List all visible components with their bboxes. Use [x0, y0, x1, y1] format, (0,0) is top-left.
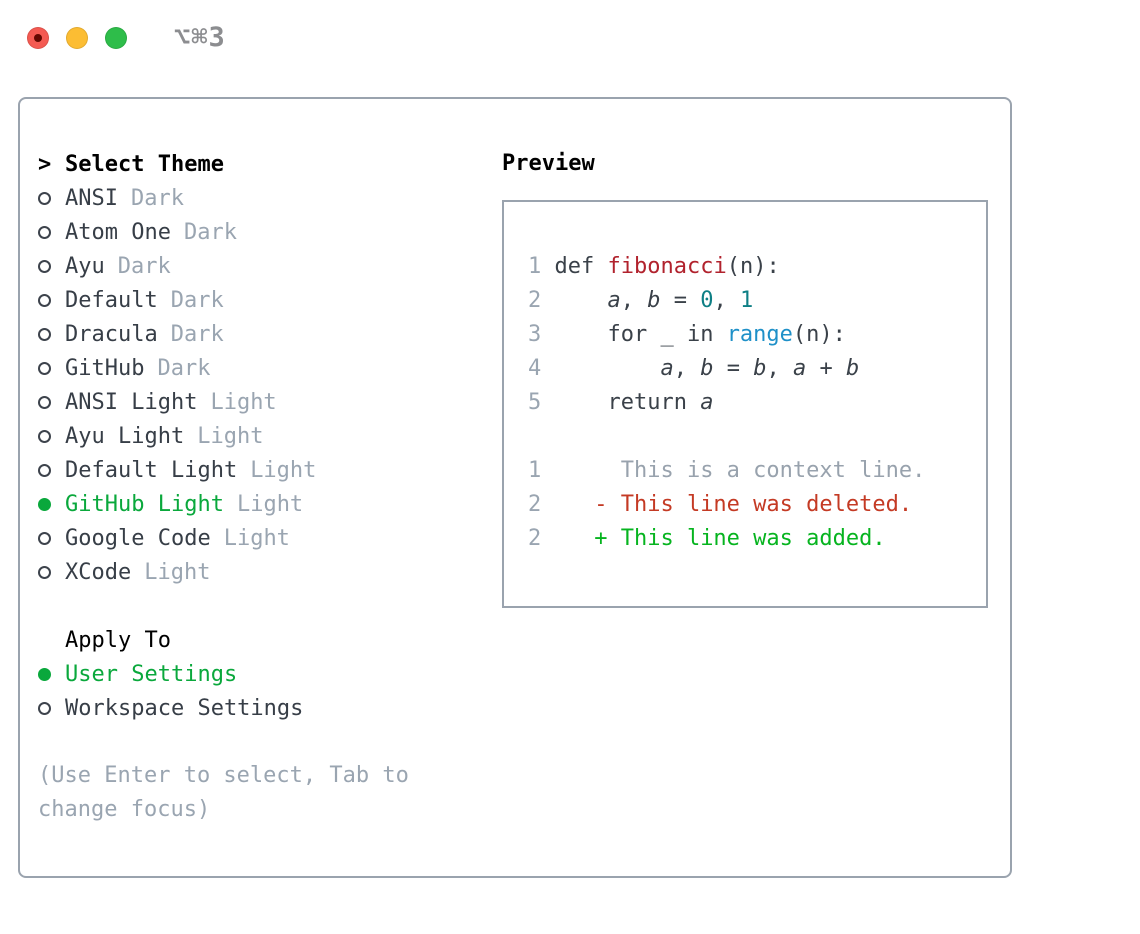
close-button[interactable]: [27, 27, 49, 49]
theme-option-ansi[interactable]: ANSI Dark: [38, 181, 488, 215]
code-line: 2 a, b = 0, 1: [528, 288, 754, 313]
code-line: 1 def fibonacci(n):: [528, 254, 780, 279]
zoom-button[interactable]: [105, 27, 127, 49]
apply-option-user-settings[interactable]: User Settings: [38, 657, 488, 691]
option-variant: Light: [144, 559, 211, 585]
radio-circle-icon: [38, 531, 51, 545]
select-theme-title: Select Theme: [65, 151, 224, 177]
code-line: 2 - This line was deleted.: [528, 492, 913, 517]
code-line: 3 for _ in range(n):: [528, 322, 846, 347]
option-label: User Settings: [65, 661, 238, 687]
window-title: ⌥⌘3: [174, 22, 226, 53]
option-variant: Dark: [157, 355, 211, 381]
theme-option-ayu[interactable]: Ayu Dark: [38, 249, 488, 283]
option-label: GitHub: [65, 355, 145, 381]
option-variant: Light: [250, 457, 317, 483]
option-label: Workspace Settings: [65, 695, 304, 721]
theme-option-github-light[interactable]: GitHub Light Light: [38, 487, 488, 521]
option-variant: Dark: [130, 185, 184, 211]
hint-line-2: change focus): [38, 797, 211, 822]
code-line: [528, 420, 976, 454]
option-variant: Light: [223, 525, 290, 551]
spacer: [38, 589, 488, 623]
radio-circle-icon: [38, 497, 51, 511]
apply-to-header: Apply To: [38, 623, 488, 657]
radio-circle-icon: [38, 565, 51, 579]
spacer: [38, 725, 488, 759]
option-variant: Light: [197, 423, 264, 449]
apply-option-workspace-settings[interactable]: Workspace Settings: [38, 691, 488, 725]
radio-circle-icon: [38, 293, 51, 307]
theme-selector-panel: > Select Theme ANSI Dark Atom One Dark A…: [18, 97, 1012, 878]
preview-header: Preview: [502, 151, 595, 176]
minimize-button[interactable]: [66, 27, 88, 49]
option-label: Ayu: [65, 253, 105, 279]
theme-option-ayu-light[interactable]: Ayu Light Light: [38, 419, 488, 453]
theme-option-google-code[interactable]: Google Code Light: [38, 521, 488, 555]
option-variant: Light: [210, 389, 277, 415]
option-variant: Light: [236, 491, 304, 517]
code-line: 1 This is a context line.: [528, 458, 926, 483]
radio-circle-icon: [38, 259, 51, 273]
radio-circle-icon: [38, 701, 51, 715]
hint-line-1: (Use Enter to select, Tab to: [38, 763, 409, 788]
option-label: Google Code: [65, 525, 211, 551]
theme-option-github[interactable]: GitHub Dark: [38, 351, 488, 385]
option-variant: Dark: [170, 321, 224, 347]
radio-circle-icon: [38, 327, 51, 341]
radio-circle-icon: [38, 361, 51, 375]
theme-option-ansi-light[interactable]: ANSI Light Light: [38, 385, 488, 419]
preview-column: Preview 1 def fibonacci(n): 2 a, b = 0, 1…: [502, 147, 990, 608]
cursor-prefix: >: [38, 151, 52, 177]
option-label: ANSI Light: [65, 389, 198, 415]
theme-option-xcode[interactable]: XCode Light: [38, 555, 488, 589]
option-label: Dracula: [65, 321, 158, 347]
theme-options-list: ANSI Dark Atom One Dark Ayu Dark Default…: [38, 181, 488, 589]
theme-option-default[interactable]: Default Dark: [38, 283, 488, 317]
hint-text: (Use Enter to select, Tab to change focu…: [38, 759, 488, 827]
titlebar: ⌥⌘3: [27, 22, 226, 53]
option-variant: Dark: [170, 287, 224, 313]
radio-circle-icon: [38, 463, 51, 477]
option-label: ANSI: [65, 185, 118, 211]
radio-circle-icon: [38, 667, 51, 681]
option-variant: Dark: [183, 219, 237, 245]
option-label: XCode: [65, 559, 132, 585]
apply-to-title: Apply To: [65, 627, 171, 653]
code-line: 2 + This line was added.: [528, 526, 886, 551]
code-preview: 1 def fibonacci(n): 2 a, b = 0, 1 3 for _ …: [528, 250, 976, 556]
code-line: 4 a, b = b, a + b: [528, 356, 860, 381]
option-label: Default Light: [65, 457, 238, 483]
option-label: GitHub Light: [65, 491, 224, 517]
code-line: 5 return a: [528, 390, 714, 415]
option-label: Default: [65, 287, 158, 313]
option-label: Atom One: [65, 219, 171, 245]
radio-circle-icon: [38, 225, 51, 239]
theme-option-default-light[interactable]: Default Light Light: [38, 453, 488, 487]
radio-circle-icon: [38, 429, 51, 443]
theme-option-atom-one[interactable]: Atom One Dark: [38, 215, 488, 249]
option-variant: Dark: [117, 253, 171, 279]
theme-list-column: > Select Theme ANSI Dark Atom One Dark A…: [38, 147, 488, 827]
select-theme-header: > Select Theme: [38, 147, 488, 181]
apply-to-options-list: User Settings Workspace Settings: [38, 657, 488, 725]
close-dot-icon: [34, 34, 42, 42]
radio-circle-icon: [38, 395, 51, 409]
theme-option-dracula[interactable]: Dracula Dark: [38, 317, 488, 351]
preview-box: 1 def fibonacci(n): 2 a, b = 0, 1 3 for _ …: [502, 200, 988, 608]
option-label: Ayu Light: [65, 423, 185, 449]
radio-circle-icon: [38, 191, 51, 205]
